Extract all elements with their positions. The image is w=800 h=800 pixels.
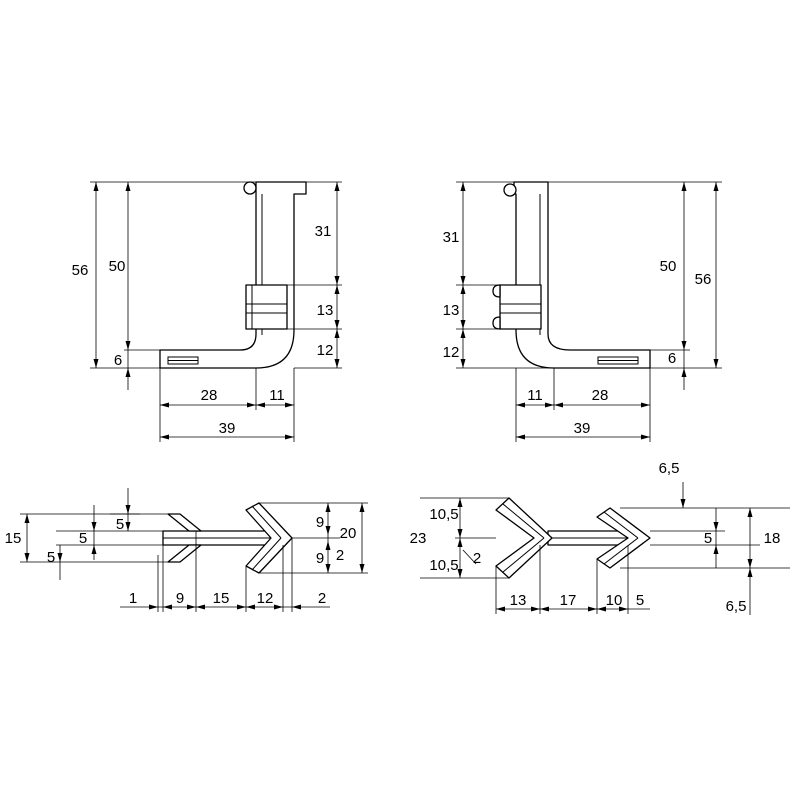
dim-6-label: 6: [114, 352, 122, 369]
dim-10-label: 10: [606, 592, 623, 609]
dim-11-label-2: 11: [527, 387, 543, 404]
dim-12-label-2: 12: [443, 344, 460, 361]
head-line-2: [251, 537, 282, 571]
dim-20-label: 20: [340, 525, 357, 542]
dim-13-label-2: 13: [443, 302, 460, 319]
dim-5-label-lower: 5: [47, 549, 55, 566]
dim-2-label-4: 2: [473, 550, 481, 567]
tail-fin-top-1: [167, 513, 202, 532]
view-1: 56 50 6 31 13 12 28 11 39: [72, 181, 342, 442]
block-1: [245, 284, 288, 330]
bracket-outline-2: [513, 181, 651, 369]
dim-15-label: 15: [5, 530, 22, 547]
view-2: 31 13 12 50 6 56 11 28 39: [443, 181, 722, 442]
view-3: 15 5 5 5 9 9 2 20 1 9 15 12 2: [5, 488, 368, 612]
dim-28-label-2: 28: [592, 387, 609, 404]
dim-1-label: 1: [129, 590, 137, 607]
dim-6-5-label-bottom: 6,5: [726, 598, 747, 615]
head-chevron-2: [596, 507, 651, 569]
dim-13-label-4: 13: [510, 592, 527, 609]
head-line-4: [603, 537, 639, 565]
dim-6-label-2: 6: [668, 350, 676, 367]
dim-10-5-label-bottom: 10,5: [429, 557, 458, 574]
dim-12-label: 12: [317, 342, 334, 359]
pin-circle-2: [503, 183, 517, 197]
dim-5-label-top: 5: [116, 516, 124, 533]
tail-fin-bottom-1: [167, 544, 202, 563]
dim-56-label: 56: [72, 262, 89, 279]
dim-5-label-chain: 5: [636, 592, 644, 609]
block-2-lug-top: [492, 284, 501, 298]
dim-50-label: 50: [109, 258, 126, 275]
block-2-lug-bottom: [492, 316, 501, 330]
dim-28-label: 28: [201, 387, 218, 404]
dim-5-label-4: 5: [704, 530, 712, 547]
dim-39-label-2: 39: [574, 420, 591, 437]
dim-15-label-chain: 15: [213, 590, 230, 607]
dim-17-label: 17: [560, 592, 577, 609]
dim-9-label-top: 9: [316, 514, 324, 531]
dim-9-label-chain: 9: [176, 590, 184, 607]
dim-13-label: 13: [317, 302, 334, 319]
dim-50-label-2: 50: [660, 258, 677, 275]
dim-2-label-chain: 2: [318, 590, 326, 607]
block-2: [499, 284, 542, 330]
dim-6-5-label-top: 6,5: [659, 460, 680, 477]
dim-23-label: 23: [410, 530, 427, 547]
bracket-outline-1: [159, 181, 307, 369]
dim-5-label-center: 5: [79, 530, 87, 547]
head-line-1: [251, 505, 282, 539]
view-4: 23 10,5 10,5 2 6,5 5 18 6,5 13 17 10 5: [410, 460, 790, 615]
dim-9-label-bottom: 9: [316, 550, 324, 567]
dim-11-label: 11: [269, 387, 285, 404]
tail-line-2: [502, 537, 545, 573]
dim-10-5-label-top: 10,5: [429, 506, 458, 523]
dim-12-label-chain: 12: [257, 590, 274, 607]
dim-18-label: 18: [764, 530, 781, 547]
pin-circle-1: [243, 181, 257, 195]
dim-39-label: 39: [219, 420, 236, 437]
dim-31-label-2: 31: [443, 229, 460, 246]
dim-2-label: 2: [336, 547, 344, 564]
tail-line-1: [502, 503, 545, 539]
head-line-3: [603, 511, 639, 539]
dim-56-label-2: 56: [695, 271, 712, 288]
dim-31-label: 31: [315, 223, 332, 240]
